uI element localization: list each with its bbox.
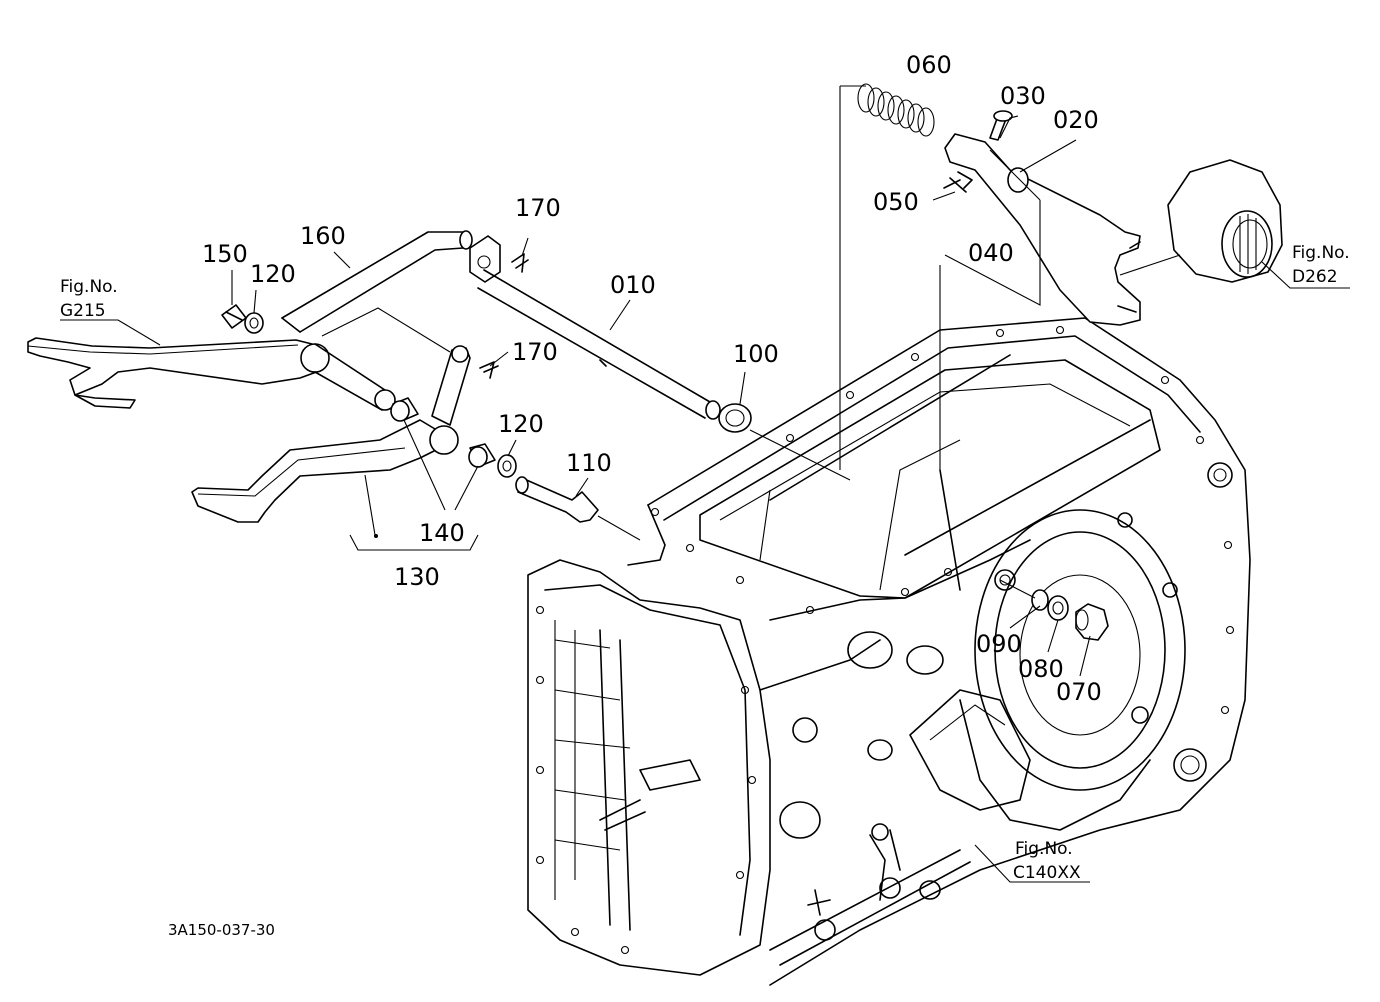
fig-ref-caption: Fig.No. [60,277,118,297]
fig-ref-code: C140XX [1013,863,1081,883]
fig-ref-code: G215 [60,301,106,321]
release-bearing [1167,159,1283,283]
callout-labels: 060 030 020 050 040 170 160 150 120 010 … [202,51,1102,706]
rod-160 [281,230,473,333]
figure-reference-d262[interactable]: Fig.No. D262 [1292,243,1350,287]
callout-070: 070 [1056,678,1102,706]
fig-ref-caption: Fig.No. [1292,243,1350,263]
callout-060: 060 [906,51,952,79]
callout-160: 160 [300,222,346,250]
callout-020: 020 [1053,106,1099,134]
fork-020 [944,133,1141,326]
figure-reference-c140xx[interactable]: Fig.No. C140XX [1013,839,1081,883]
release-fork-group [857,83,1283,326]
callout-100: 100 [733,340,779,368]
washer-120-upper [244,312,264,334]
pedal-assembly [27,304,599,523]
pedal-lower [191,419,441,523]
callout-030: 030 [1000,82,1046,110]
clip-050 [943,171,973,193]
callout-130: 130 [394,563,440,591]
spring-060 [857,83,935,137]
clip-150 [221,304,247,329]
callout-170-upper: 170 [515,194,561,222]
callout-120-upper: 120 [250,260,296,288]
callout-170-lower: 170 [512,338,558,366]
callout-090: 090 [976,630,1022,658]
callout-110: 110 [566,449,612,477]
callout-010: 010 [610,271,656,299]
transmission-housing [527,317,1251,986]
figure-reference-g215[interactable]: Fig.No. G215 [60,277,118,321]
fig-ref-caption: Fig.No. [1015,839,1073,859]
fig-ref-code: D262 [1292,267,1338,287]
leader-lines [60,85,1350,883]
callout-150: 150 [202,240,248,268]
seal-100 [718,403,752,433]
cotter-pin-170-upper [511,253,529,273]
plug-070 [1075,603,1109,641]
o-ring-090 [1031,589,1049,611]
washer-080 [1047,595,1069,621]
drain-plug-group [1031,589,1109,641]
pin-110 [517,477,599,523]
washer-120-lower [497,454,517,478]
shaft-010 [469,235,752,433]
callout-120-lower: 120 [498,410,544,438]
callout-040: 040 [968,239,1014,267]
callout-140: 140 [419,519,465,547]
callout-080: 080 [1018,655,1064,683]
callout-050: 050 [873,188,919,216]
cotter-pin-170-lower [479,361,499,379]
drawing-id: 3A150-037-30 [168,921,275,939]
